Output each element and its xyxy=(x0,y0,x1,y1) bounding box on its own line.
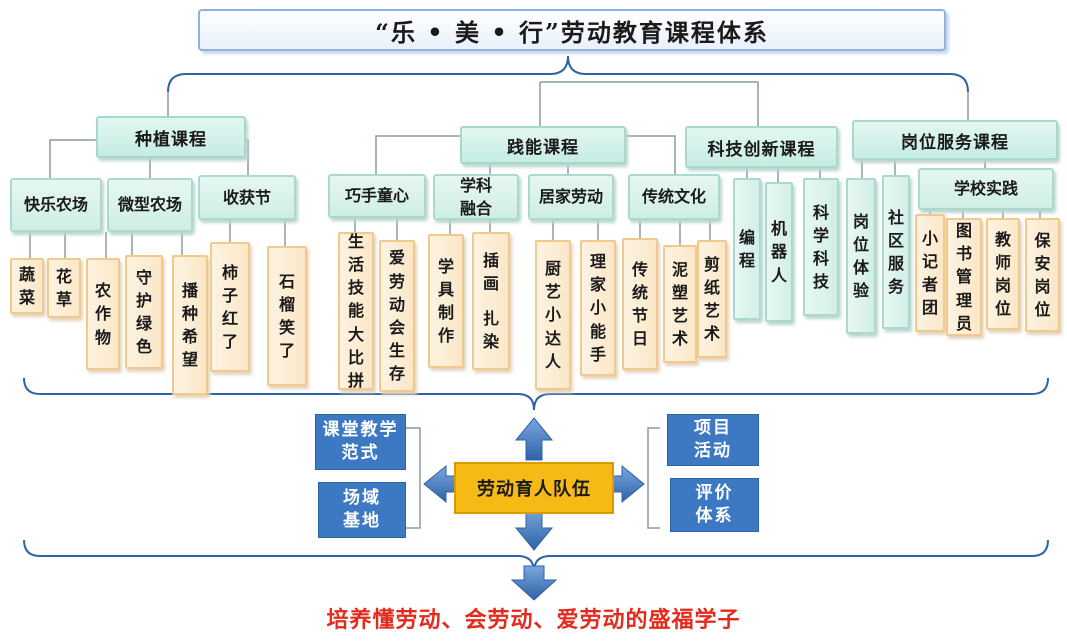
arrow-slogan xyxy=(510,565,558,601)
leaf-sci-tech: 科学科技 xyxy=(803,178,839,316)
category-skills: 践能课程 xyxy=(460,126,626,164)
leaf-crops: 农作物 xyxy=(86,258,120,370)
leaf-reporter-label: 小记者团 xyxy=(921,228,938,318)
leaf-pomegranate: 石榴笑了 xyxy=(267,246,307,386)
leaf-community: 社区服务 xyxy=(882,175,910,329)
sub-handcraft: 巧手童心 xyxy=(328,174,426,218)
category-planting: 种植课程 xyxy=(96,116,246,158)
leaf-community-label: 社区服务 xyxy=(887,207,904,297)
sub-happy-farm: 快乐农场 xyxy=(10,178,102,232)
box-venue: 场域基地 xyxy=(318,482,406,538)
sub-harvest: 收获节 xyxy=(198,175,296,220)
arrow-right xyxy=(611,464,645,504)
leaf-festivals: 传统节日 xyxy=(622,238,658,370)
leaf-festivals-label: 传统节日 xyxy=(631,259,648,349)
leaf-little-chef: 厨艺小达人 xyxy=(535,240,571,390)
leaf-love-labor-label: 爱劳动会生存 xyxy=(388,248,405,384)
leaf-guard-green: 守护绿色 xyxy=(125,255,163,369)
leaf-robot-label: 机器人 xyxy=(770,219,787,285)
leaf-teacher-post: 教师岗位 xyxy=(986,218,1020,330)
leaf-coding-label: 编程 xyxy=(738,227,755,270)
box-classroom: 课堂教学范式 xyxy=(315,414,406,470)
sub-home-labor: 居家劳动 xyxy=(528,174,614,220)
leaf-pomegranate-label: 石榴笑了 xyxy=(278,271,295,361)
leaf-housekeeper-label: 理家小能手 xyxy=(589,252,606,364)
leaf-librarian-label: 图书管理员 xyxy=(955,221,972,333)
sub-micro-farm: 微型农场 xyxy=(107,178,193,232)
sub-school-practice: 学校实践 xyxy=(918,168,1054,210)
leaf-security-label: 保安岗位 xyxy=(1034,230,1051,320)
leaf-vegetables: 蔬菜 xyxy=(10,258,44,314)
arrow-up xyxy=(514,417,554,461)
leaf-illustration-label: 插画 xyxy=(482,250,499,293)
box-evaluation: 评价体系 xyxy=(670,478,759,532)
leaf-papercut: 剪纸艺术 xyxy=(697,240,727,358)
leaf-love-labor: 爱劳动会生存 xyxy=(379,240,415,392)
leaf-life-skills: 生活技能大比拼 xyxy=(338,232,374,390)
leaf-coding: 编程 xyxy=(733,178,761,320)
leaf-tie-dye-label: 扎染 xyxy=(482,309,499,352)
leaf-job-exp-label: 岗位体验 xyxy=(852,211,869,301)
arrow-left xyxy=(423,464,457,504)
leaf-guard-green-label: 守护绿色 xyxy=(135,267,152,357)
leaf-teacher-post-label: 教师岗位 xyxy=(994,229,1011,319)
leaf-tools: 学具制作 xyxy=(428,234,464,368)
leaf-persimmon: 柿子红了 xyxy=(210,242,250,372)
sub-subject-fusion: 学科融合 xyxy=(433,174,519,220)
leaf-papercut-label: 剪纸艺术 xyxy=(703,254,720,344)
box-team: 劳动育人队伍 xyxy=(454,462,614,514)
leaf-reporter: 小记者团 xyxy=(915,214,945,332)
category-tech: 科技创新课程 xyxy=(685,126,838,168)
sub-home-labor-label: 居家劳动 xyxy=(539,187,604,207)
leaf-sow-hope: 播种希望 xyxy=(172,255,208,395)
sub-happy-farm-label: 快乐农场 xyxy=(24,195,89,215)
arrow-down xyxy=(514,507,554,551)
box-classroom-label: 课堂教学范式 xyxy=(322,420,399,463)
slogan: 培养懂劳动、会劳动、爱劳动的盛福学子 xyxy=(326,608,741,633)
box-project-label: 项目活动 xyxy=(694,418,732,461)
leaf-clay-art: 泥塑艺术 xyxy=(663,245,697,363)
leaf-librarian: 图书管理员 xyxy=(946,218,982,336)
leaf-robot: 机器人 xyxy=(765,182,793,322)
leaf-job-exp: 岗位体验 xyxy=(846,178,876,334)
box-project: 项目活动 xyxy=(667,414,759,466)
sub-subject-fusion-label: 学科融合 xyxy=(459,175,492,218)
leaf-flowers-label: 花草 xyxy=(55,266,72,309)
leaf-housekeeper: 理家小能手 xyxy=(580,240,616,376)
sub-culture: 传统文化 xyxy=(628,174,720,220)
page-title: “乐 • 美 • 行”劳动教育课程体系 xyxy=(198,9,946,51)
leaf-clay-art-label: 泥塑艺术 xyxy=(671,259,688,349)
sub-culture-label: 传统文化 xyxy=(642,187,707,207)
leaf-illustration-tie-dye: 插画 扎染 xyxy=(472,232,510,370)
leaf-flowers: 花草 xyxy=(47,258,81,318)
leaf-crops-label: 农作物 xyxy=(94,281,111,347)
sub-micro-farm-label: 微型农场 xyxy=(118,195,183,215)
leaf-tools-label: 学具制作 xyxy=(437,256,454,346)
leaf-security: 保安岗位 xyxy=(1025,218,1060,332)
leaf-persimmon-label: 柿子红了 xyxy=(221,262,238,352)
leaf-little-chef-label: 厨艺小达人 xyxy=(544,259,561,371)
box-evaluation-label: 评价体系 xyxy=(695,483,734,526)
leaf-vegetables-label: 蔬菜 xyxy=(18,264,35,307)
leaf-life-skills-label: 生活技能大比拼 xyxy=(347,231,364,390)
leaf-sci-tech-label: 科学科技 xyxy=(812,202,829,292)
leaf-sow-hope-label: 播种希望 xyxy=(181,280,198,370)
category-service: 岗位服务课程 xyxy=(852,120,1058,160)
box-venue-label: 场域基地 xyxy=(343,488,381,531)
